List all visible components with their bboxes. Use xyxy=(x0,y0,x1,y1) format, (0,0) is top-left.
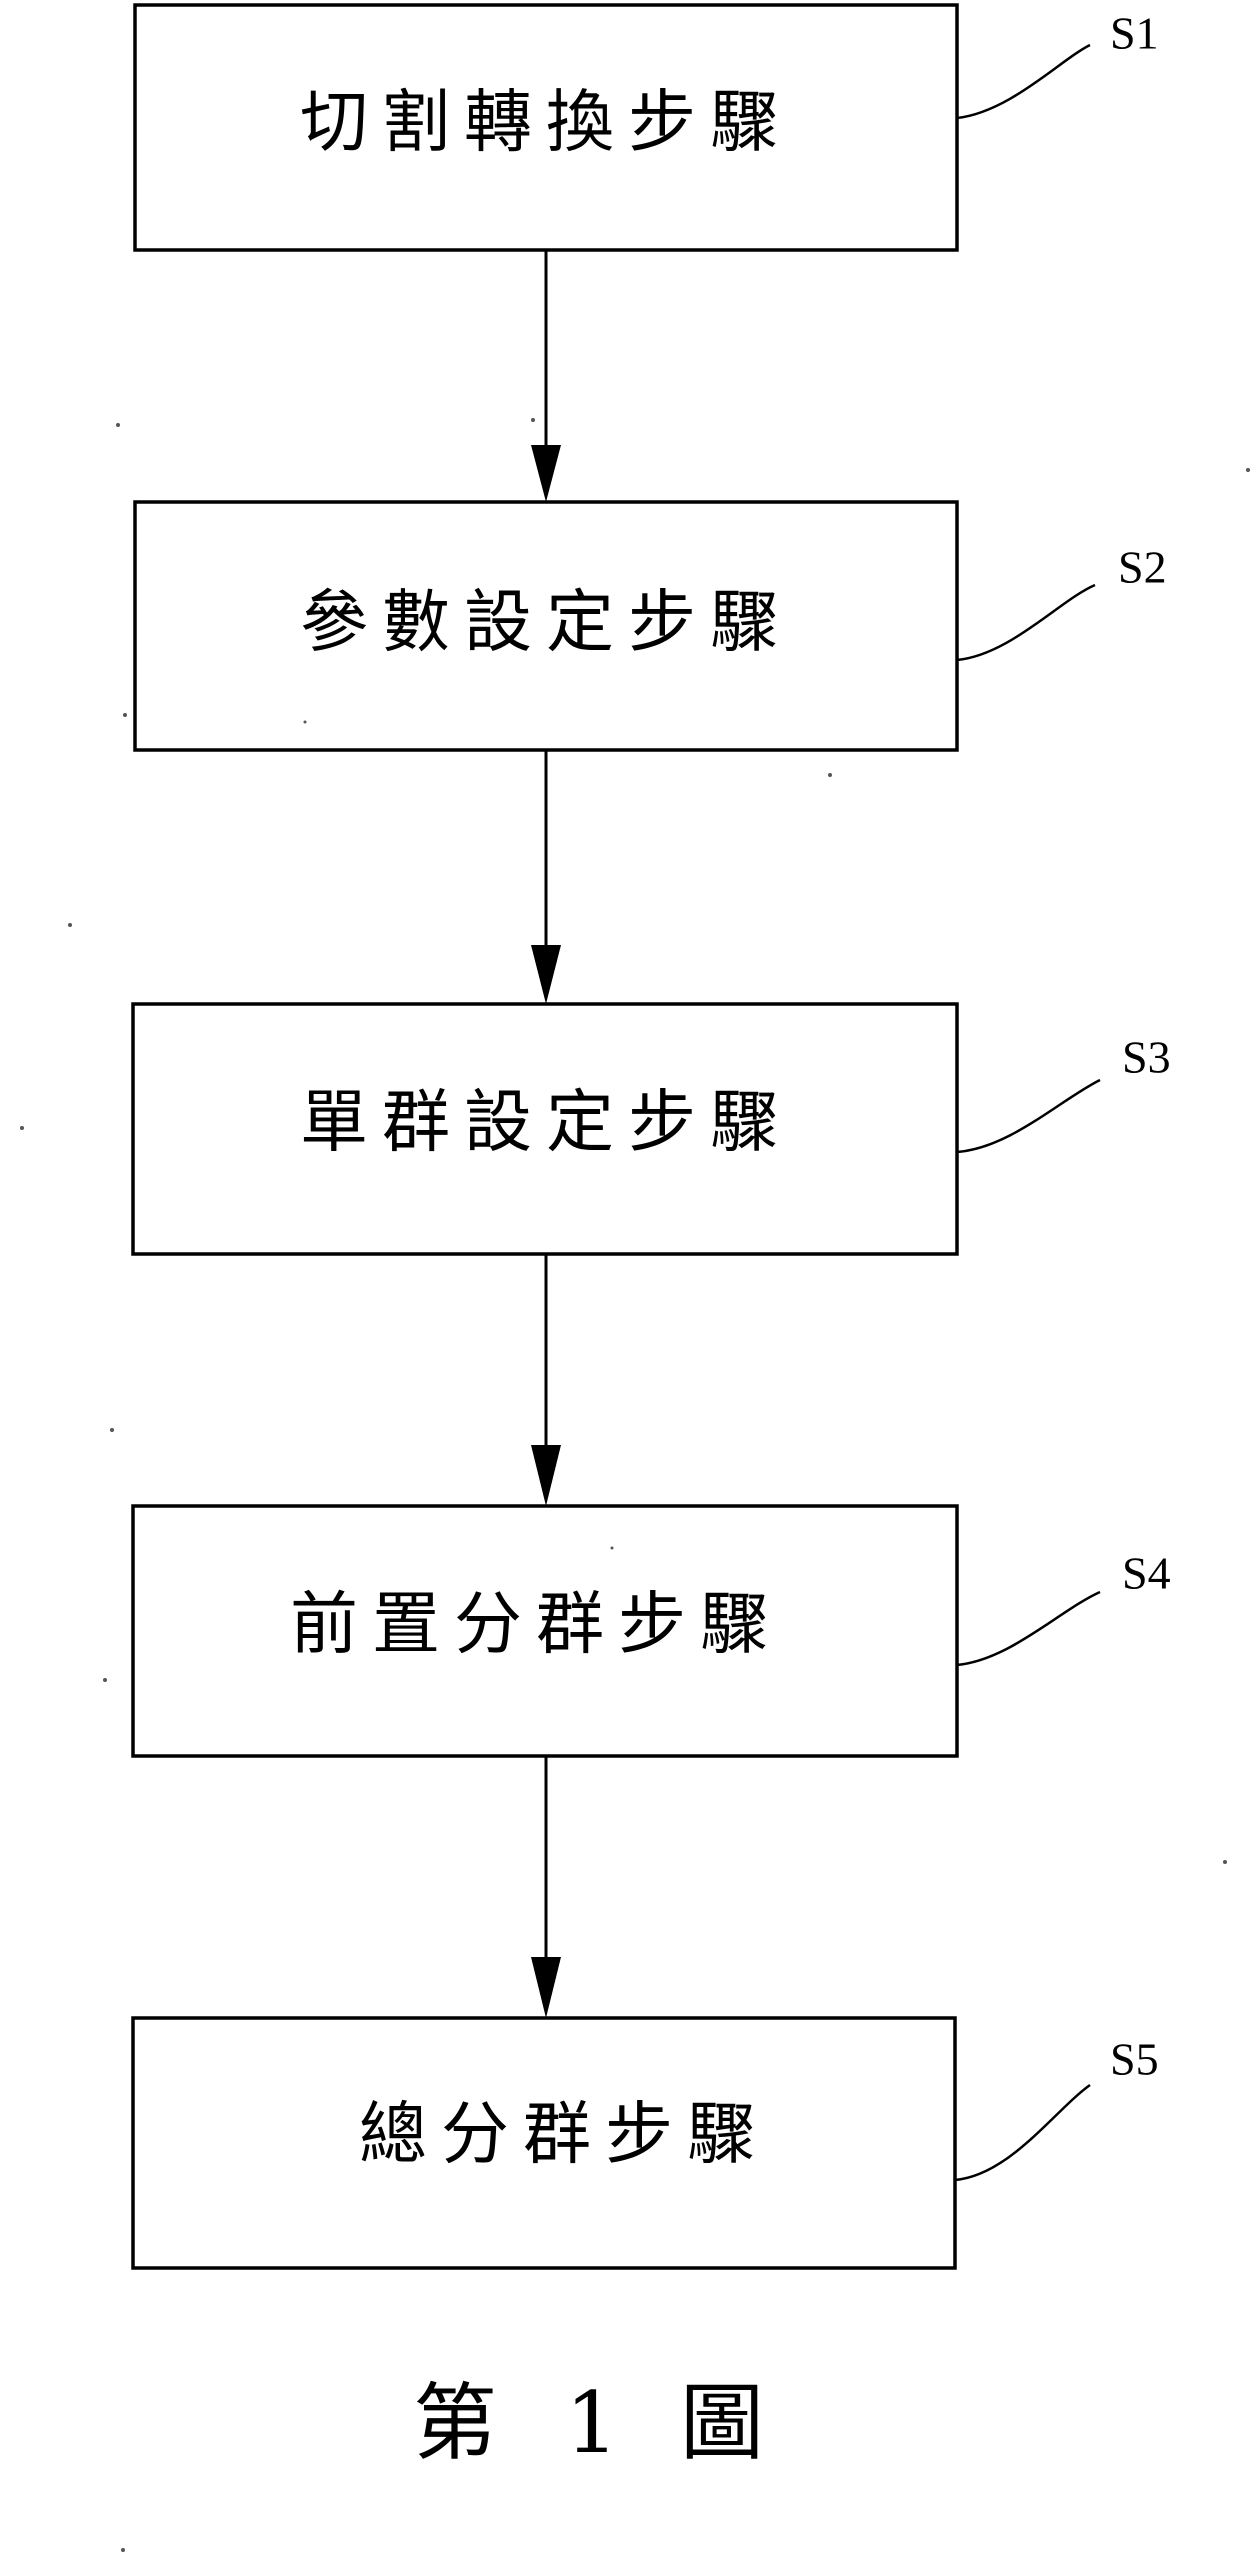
arrowhead xyxy=(531,1445,561,1506)
scan-speck xyxy=(1223,1860,1227,1864)
scan-speck xyxy=(1246,468,1250,472)
step-box xyxy=(131,2016,957,2270)
arrowhead xyxy=(531,445,561,502)
step-leader-line xyxy=(956,583,1096,662)
caption-number: 1 xyxy=(565,2374,618,2472)
scan-speck xyxy=(123,713,127,717)
step-id: S1 xyxy=(1110,8,1159,59)
step-id: S2 xyxy=(1118,542,1167,593)
scan-speck xyxy=(303,720,307,724)
arrowhead xyxy=(531,1957,561,2018)
connector-s2-s3 xyxy=(531,750,561,1004)
step-id: S4 xyxy=(1122,1548,1171,1599)
scan-speck xyxy=(110,1428,114,1432)
step-id: S3 xyxy=(1122,1032,1171,1083)
scan-speck xyxy=(610,1546,614,1550)
step-label: 單群設定步驟 xyxy=(300,1084,792,1163)
step-label: 切割轉換步驟 xyxy=(300,84,792,163)
connector-s3-s4 xyxy=(531,1254,561,1506)
step-leader-line xyxy=(954,2083,1091,2182)
step-s4: 前置分群步驟 S4 xyxy=(131,1504,1171,1758)
caption-word-2: 圖 xyxy=(680,2374,764,2472)
arrowhead xyxy=(531,945,561,1004)
scan-specks xyxy=(20,418,1250,2552)
step-s2: 參數設定步驟 S2 xyxy=(133,500,1167,752)
connector-s1-s2 xyxy=(531,250,561,502)
scan-speck xyxy=(20,1126,24,1130)
scan-speck xyxy=(116,423,120,427)
caption-word-1: 第 xyxy=(413,2374,497,2472)
scan-speck xyxy=(103,1678,107,1682)
scan-speck xyxy=(68,923,72,927)
step-box xyxy=(131,1002,959,1256)
step-id: S5 xyxy=(1110,2034,1159,2085)
step-s3: 單群設定步驟 S3 xyxy=(131,1002,1171,1256)
step-label: 參數設定步驟 xyxy=(300,584,792,663)
step-s1: 切割轉換步驟 S1 xyxy=(133,3,1159,252)
scan-speck xyxy=(531,418,535,422)
step-label: 總分群步驟 xyxy=(359,2096,769,2175)
step-leader-line xyxy=(956,1590,1101,1667)
step-box xyxy=(131,1504,959,1758)
step-label: 前置分群步驟 xyxy=(290,1586,782,1665)
step-leader-line xyxy=(956,43,1091,120)
step-leader-line xyxy=(956,1078,1101,1154)
scan-speck xyxy=(828,773,832,777)
step-s5: 總分群步驟 S5 xyxy=(131,2016,1159,2270)
figure-caption: 第 1 圖 xyxy=(413,2374,764,2472)
step-box xyxy=(133,500,959,752)
scan-speck xyxy=(121,2548,125,2552)
connector-s4-s5 xyxy=(531,1756,561,2018)
step-box xyxy=(133,3,959,252)
